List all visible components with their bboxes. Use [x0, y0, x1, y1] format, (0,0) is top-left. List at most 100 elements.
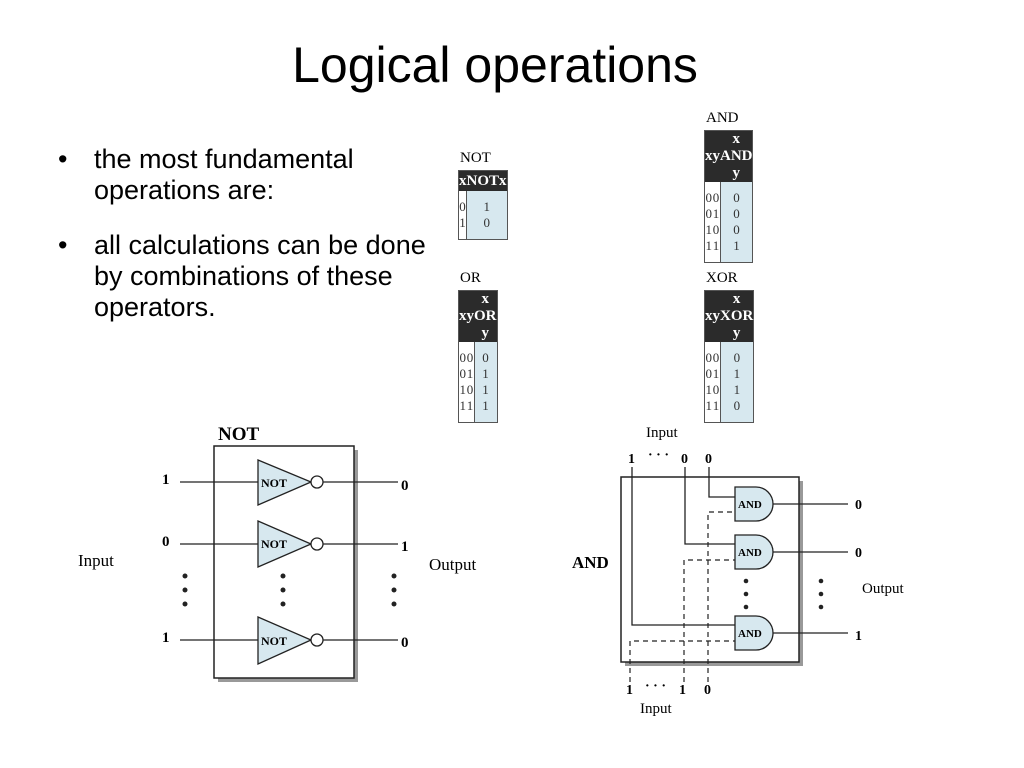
output-value: 0	[401, 635, 409, 651]
not-gate	[257, 459, 313, 506]
ellipsis-dots	[743, 578, 824, 610]
table-header: x	[704, 130, 713, 182]
table-cell: 1	[705, 238, 713, 253]
table-cell: 0	[459, 350, 467, 365]
bullet-item: •all calculations can be done by combina…	[58, 230, 438, 323]
gate-label: AND	[738, 628, 762, 640]
input-value: 0	[704, 683, 711, 698]
table-cell: 0	[705, 190, 713, 205]
bullet-list: •the most fundamental operations are: •a…	[58, 144, 438, 347]
bullet-marker: •	[58, 230, 68, 260]
table-cell: 0	[719, 182, 753, 206]
gate-label: AND	[738, 499, 762, 511]
inversion-bubble	[310, 537, 324, 551]
ellipsis: · · ·	[645, 679, 666, 694]
gate-label: NOT	[261, 476, 287, 490]
input-wire	[631, 467, 735, 626]
output-value: 0	[401, 478, 409, 494]
input-value: 1	[162, 630, 170, 646]
table-cell: 0	[712, 350, 720, 365]
table-cell: 1	[473, 382, 497, 398]
slide-title: Logical operations	[292, 37, 698, 93]
input-wire-dashed	[629, 640, 735, 682]
ellipsis: · · ·	[648, 448, 669, 463]
table-caption: AND	[706, 110, 739, 126]
output-value: 0	[855, 546, 862, 561]
gate-label: NOT	[261, 634, 287, 648]
table-header: x	[458, 170, 467, 191]
table-cell: 1	[719, 382, 754, 398]
table-cell: 0	[466, 215, 508, 240]
not-diagram: NOT NOT 1 0 NOT 0 1 NOT 1 0 Input Output	[78, 424, 477, 682]
table-header: x XOR y	[720, 290, 754, 342]
input-label: Input	[78, 551, 114, 570]
table-cell: 0	[466, 382, 474, 397]
table-cell: 1	[719, 366, 754, 382]
input-value: 1	[626, 683, 633, 698]
table-cell: 1	[459, 398, 467, 413]
output-label: Output	[862, 581, 905, 597]
output-value: 0	[855, 498, 862, 513]
input-value: 1	[162, 472, 170, 488]
table-header: y	[712, 290, 720, 342]
table-cell: 0	[466, 350, 474, 365]
not-gate	[257, 520, 313, 568]
table-cell: 1	[705, 382, 713, 397]
table-caption: XOR	[706, 270, 738, 286]
and-diagram: AND Input 1 · · · 0 0 AND AND AND 0 0 1	[572, 425, 905, 717]
ellipsis-dots	[182, 573, 397, 607]
table-header: x	[458, 290, 467, 342]
table-caption: OR	[460, 270, 481, 286]
diagram-title: NOT	[218, 424, 260, 445]
table-cell: 0	[719, 398, 754, 423]
table-cell: 0	[705, 206, 713, 221]
table-cell: 0	[719, 222, 753, 238]
table-cell: 1	[459, 215, 466, 230]
table-cell: 0	[705, 366, 713, 381]
table-cell: 1	[705, 398, 713, 413]
input-value: 0	[162, 534, 170, 550]
input-value: 0	[705, 452, 712, 467]
input-wire-dashed	[707, 511, 735, 682]
input-wire	[708, 467, 735, 498]
input-value: 1	[628, 452, 635, 467]
output-value: 1	[401, 539, 409, 555]
table-cell: 0	[712, 190, 720, 205]
output-label: Output	[429, 555, 477, 574]
table-header: y	[466, 290, 474, 342]
top-input-label: Input	[646, 425, 678, 441]
table-cell: 1	[466, 366, 474, 381]
table-cell: 0	[712, 382, 720, 397]
table-cell: 1	[705, 222, 713, 237]
table-cell: 0	[719, 206, 753, 222]
table-cell: 1	[712, 366, 720, 381]
table-header: NOTx	[466, 170, 508, 191]
table-cell: 1	[712, 398, 720, 413]
table-cell: 0	[459, 366, 467, 381]
bottom-input-label: Input	[640, 701, 672, 717]
table-header: x	[704, 290, 713, 342]
table-cell: 1	[473, 398, 497, 423]
table: x NOTx 0 1 1 0	[458, 170, 508, 240]
inversion-bubble	[310, 475, 324, 489]
table-cell: 0	[719, 342, 754, 366]
not-gate	[257, 616, 313, 666]
table-cell: 1	[712, 206, 720, 221]
table-caption: NOT	[460, 150, 491, 166]
bullet-item: •the most fundamental operations are:	[58, 144, 438, 206]
and-gate	[734, 534, 774, 570]
inversion-bubble	[310, 633, 324, 647]
gate-label: AND	[738, 547, 762, 559]
input-wire	[684, 467, 735, 545]
and-gate	[734, 486, 774, 522]
bullet-text: the most fundamental operations are:	[94, 144, 354, 205]
table-cell: 1	[466, 398, 474, 413]
table-header: x OR y	[474, 290, 497, 342]
diagram-title: AND	[572, 553, 609, 572]
table-cell: 0	[712, 222, 720, 237]
table-cell: 0	[473, 342, 497, 366]
